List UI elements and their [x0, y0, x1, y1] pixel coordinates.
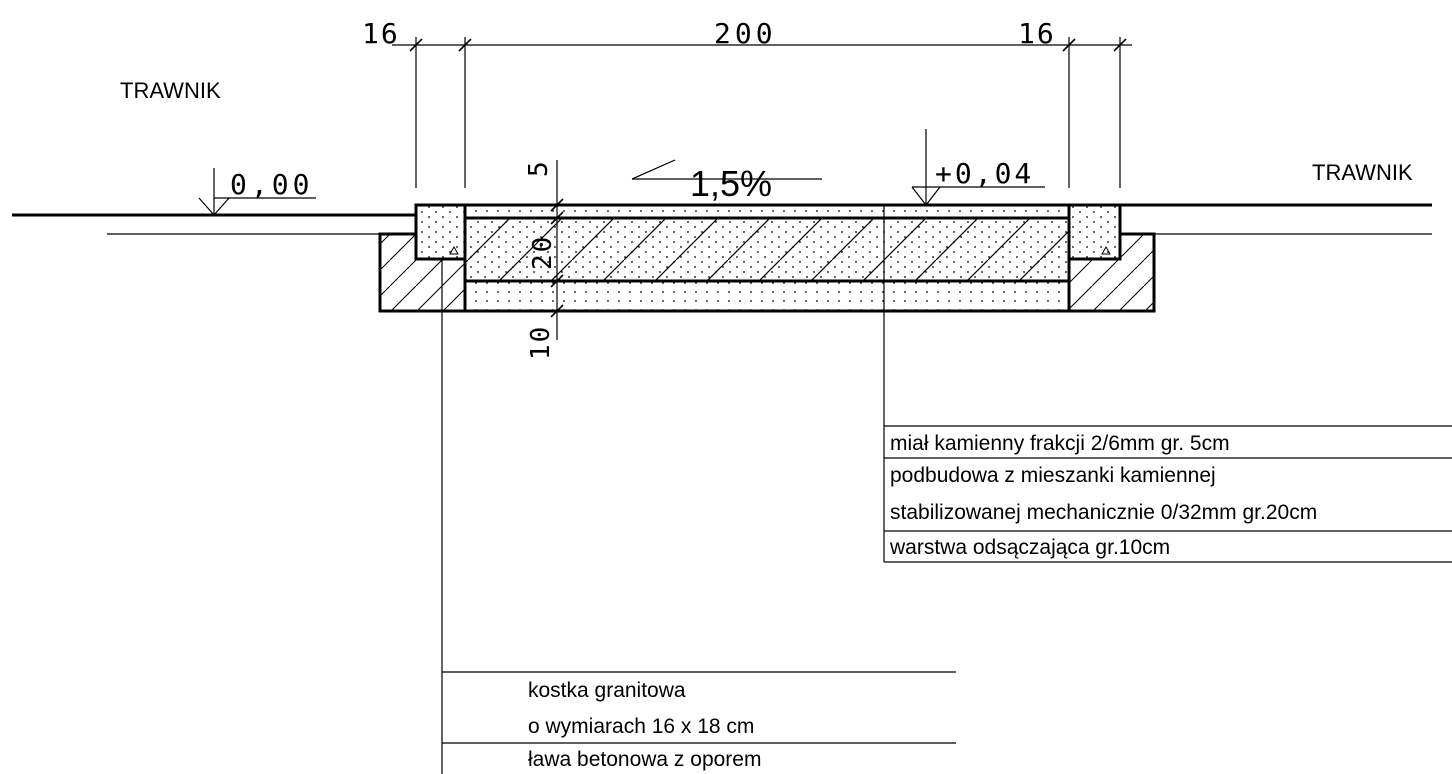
- legend-left-line-1: kostka granitowa: [528, 679, 686, 702]
- layer-drainage: [463, 279, 1071, 313]
- leader-right: [883, 205, 1452, 563]
- leader-left: [441, 259, 956, 774]
- top-dimension-chain: [392, 37, 1132, 188]
- dim-layer-middle: 20: [528, 235, 558, 270]
- dim-curb-right: 16: [1018, 17, 1056, 50]
- legend-right-line-3: stabilizowanej mechanicznie 0/32mm gr.20…: [890, 501, 1317, 524]
- lawn-label-left: TRAWNIK: [120, 78, 221, 103]
- granite-curb-right: [1067, 203, 1122, 261]
- granite-curb-left: [414, 203, 467, 261]
- level-label-left: 0,00: [230, 168, 313, 201]
- dim-path-width: 200: [714, 17, 777, 50]
- legend-left-line-2: o wymiarach 16 x 18 cm: [528, 715, 754, 738]
- legend-right-line-4: warstwa odsączająca gr.10cm: [889, 536, 1170, 559]
- dim-curb-left: 16: [362, 17, 400, 50]
- dim-layer-bottom: 10: [526, 325, 556, 360]
- level-marker-right: [911, 129, 1045, 206]
- slope-indicator: [631, 159, 822, 180]
- lawn-label-right: TRAWNIK: [1312, 160, 1413, 185]
- slope-label: 1,5%: [690, 163, 772, 204]
- dim-layer-top: 5: [524, 161, 554, 177]
- layer-aggregate-base: [464, 217, 1070, 282]
- level-marker-left: [198, 168, 316, 216]
- layer-dimension-chain: [550, 160, 564, 340]
- legend-right-line-2: podbudowa z mieszanki kamiennej: [890, 464, 1216, 487]
- level-label-right: +0,04: [935, 157, 1034, 190]
- legend-left-line-3: ława betonowa z oporem: [528, 748, 761, 771]
- legend-right-line-1: miał kamienny frakcji 2/6mm gr. 5cm: [890, 432, 1230, 455]
